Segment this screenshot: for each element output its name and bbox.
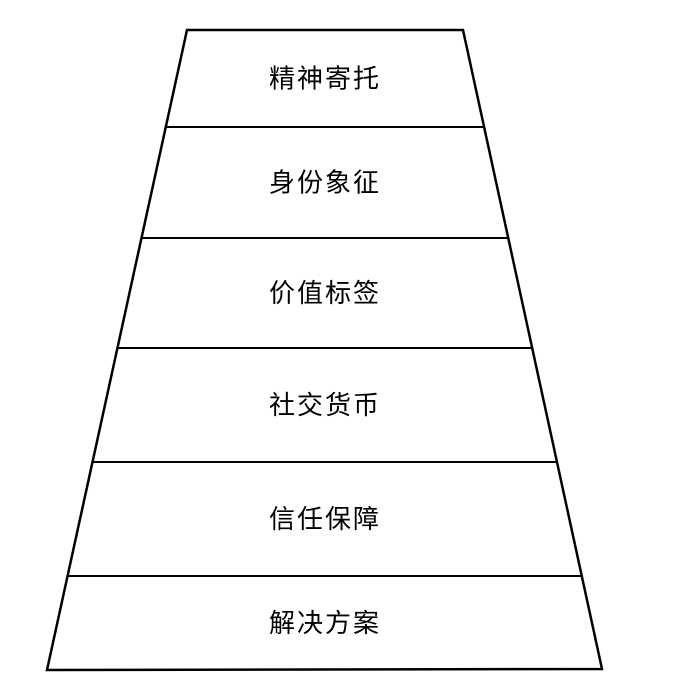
level-label-6: 解决方案 [269, 608, 381, 638]
level-label-3: 价值标签 [269, 278, 381, 308]
level-label-4: 社交货币 [269, 390, 381, 420]
level-label-2: 身份象征 [269, 168, 381, 198]
funnel-outline [45, 28, 604, 672]
level-label-1: 精神寄托 [269, 64, 381, 94]
level-label-5: 信任保障 [269, 504, 381, 534]
